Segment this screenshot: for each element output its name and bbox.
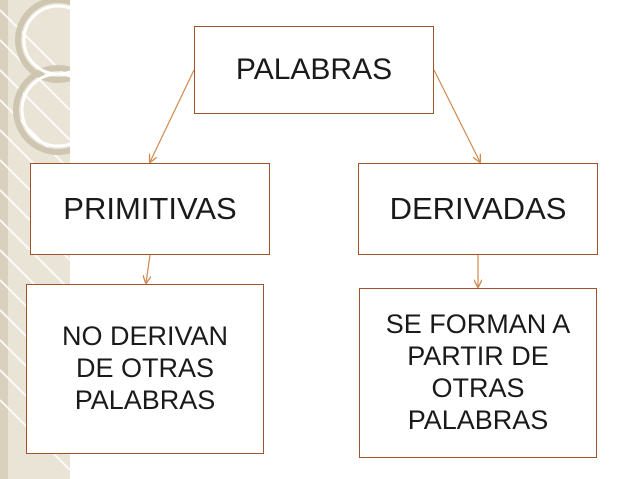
connector-root-to-primitivas [150, 69, 195, 162]
derivadas-node-label: DERIVADAS [389, 190, 567, 226]
primitivas-description-box: NO DERIVAN DE OTRAS PALABRAS [26, 284, 264, 454]
derivadas-node-box: DERIVADAS [358, 163, 598, 255]
root-node-label: PALABRAS [235, 53, 393, 87]
connector-root-to-derivadas [433, 69, 480, 162]
primitivas-node-box: PRIMITIVAS [30, 163, 270, 255]
derivadas-description-text: SE FORMAN A PARTIR DE OTRAS PALABRAS [385, 309, 571, 435]
primitivas-description-text: NO DERIVAN DE OTRAS PALABRAS [61, 321, 229, 415]
primitivas-node-label: PRIMITIVAS [63, 190, 237, 226]
root-node-box: PALABRAS [194, 26, 434, 114]
derivadas-description-box: SE FORMAN A PARTIR DE OTRAS PALABRAS [359, 288, 597, 458]
connector-primitivas-to-description [146, 254, 150, 283]
